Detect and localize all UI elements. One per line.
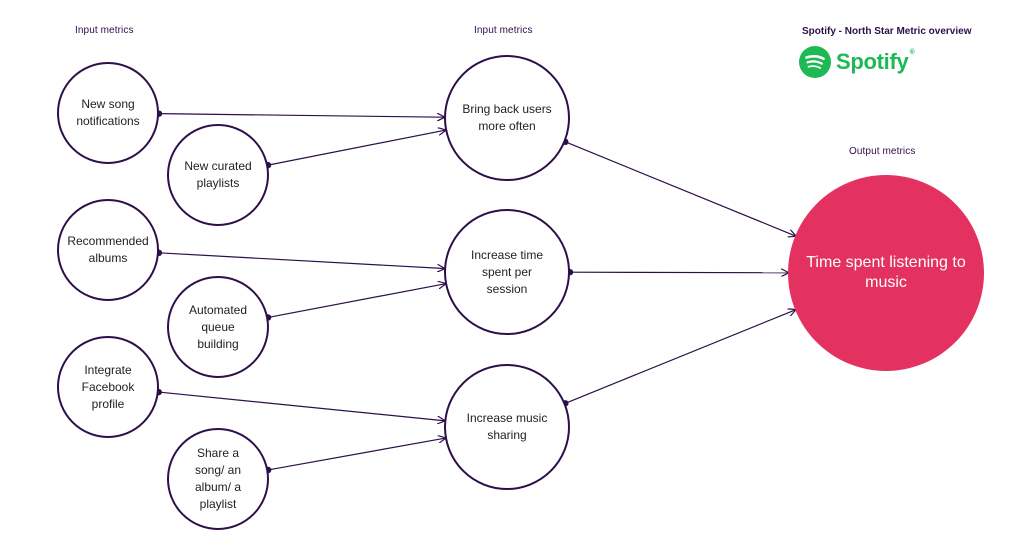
output-node-time-spent-listening: Time spent listening to music: [788, 175, 984, 371]
node-increase-time-per-session: Increase time spent per session: [444, 209, 570, 335]
node-share-a-song: Share a song/ an album/ a playlist: [167, 428, 269, 530]
output-node-label: Time spent listening to music: [806, 254, 966, 291]
node-label: Integrate Facebook profile: [81, 362, 135, 411]
node-label: New curated playlists: [184, 159, 252, 190]
output-column-header: Output metrics: [849, 146, 916, 157]
edge-increase-time-per-session-to-time-spent-listening: [569, 272, 788, 273]
left-column-header: Input metrics: [75, 25, 134, 36]
node-recommended-albums: Recommended albums: [57, 199, 159, 301]
node-label: Recommended albums: [67, 234, 149, 265]
node-label: Increase music sharing: [466, 411, 548, 442]
edge-recommended-albums-to-increase-time-per-session: [158, 252, 444, 269]
edge-integrate-facebook-profile-to-increase-music-sharing: [158, 391, 445, 421]
node-label: Increase time spent per session: [470, 247, 544, 296]
node-label: New song notifications: [76, 97, 140, 128]
node-label: Share a song/ an album/ a playlist: [194, 446, 242, 511]
node-bring-back-users: Bring back users more often: [444, 55, 570, 181]
node-integrate-facebook-profile: Integrate Facebook profile: [57, 336, 159, 438]
node-label: Bring back users more often: [462, 102, 552, 133]
node-new-curated-playlists: New curated playlists: [167, 124, 269, 226]
edge-automated-queue-building-to-increase-time-per-session: [267, 284, 445, 319]
node-new-song-notifications: New song notifications: [57, 62, 159, 164]
node-label: Automated queue building: [188, 302, 248, 351]
edge-increase-music-sharing-to-time-spent-listening: [565, 310, 795, 404]
edge-new-curated-playlists-to-bring-back-users: [267, 130, 445, 166]
edge-share-a-song-to-increase-music-sharing: [268, 438, 445, 471]
spotify-wordmark: Spotify®: [836, 49, 915, 74]
node-increase-music-sharing: Increase music sharing: [444, 364, 570, 490]
node-automated-queue-building: Automated queue building: [167, 276, 269, 378]
diagram-title: Spotify - North Star Metric overview: [802, 26, 972, 37]
spotify-logo: Spotify®: [799, 46, 915, 78]
edge-bring-back-users-to-time-spent-listening: [565, 141, 795, 236]
middle-column-header: Input metrics: [474, 25, 533, 36]
spotify-icon: [799, 46, 831, 78]
edge-new-song-notifications-to-bring-back-users: [158, 113, 444, 118]
